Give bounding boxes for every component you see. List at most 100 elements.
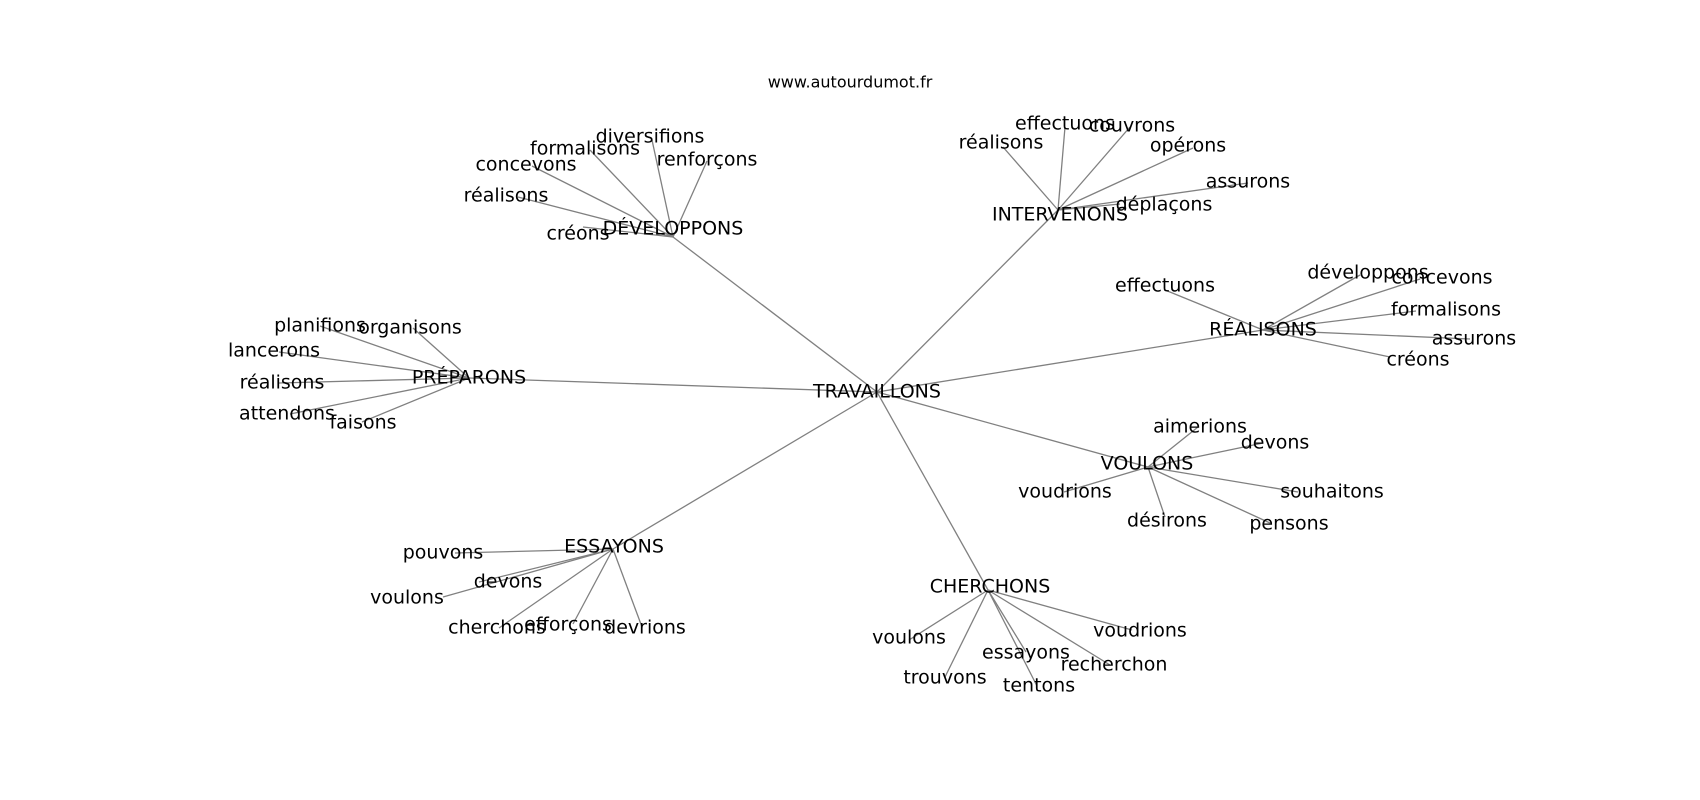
hub-node-label: VOULONS [1101,453,1194,475]
graph-labels: www.autourdumot.fr TRAVAILLONS diversifi… [228,73,1516,697]
root-to-hub-edge [876,391,989,591]
hub-to-leaf-edge [1057,126,1131,211]
hub-to-leaf-edge [1057,147,1194,211]
hub-to-leaf-edge [517,196,674,238]
hub-to-leaf-edge [1002,146,1059,211]
leaf-node-label: créons [546,223,609,245]
leaf-node-label: aimerions [1153,416,1247,438]
root-to-hub-edge [876,329,1264,393]
leaf-node-label: voudrions [1093,620,1187,642]
hub-to-leaf-edge [1057,126,1066,211]
leaf-node-label: développons [1307,262,1428,284]
leaf-node-label: réalisons [959,132,1044,154]
leaf-node-label: réalisons [464,185,549,207]
leaf-node-label: voudrions [1018,481,1112,503]
hub-to-leaf-edge [1147,442,1264,468]
hub-to-leaf-edge [1147,426,1199,468]
hub-to-leaf-edge [944,589,989,678]
leaf-node-label: trouvons [903,667,986,689]
root-node-label: TRAVAILLONS [812,381,941,403]
leaf-node-label: effectuons [1015,113,1115,135]
leaf-node-label: essayons [982,642,1070,664]
leaf-node-label: attendons [239,403,335,425]
leaf-node-label: pouvons [403,542,484,564]
leaf-node-label: tentons [1003,675,1075,697]
leaf-node-label: voulons [872,627,946,649]
hub-to-leaf-edge [1147,466,1271,524]
leaf-node-label: concevons [475,154,576,176]
hub-to-leaf-edge [1262,329,1471,340]
hub-to-leaf-edge [572,548,614,625]
hub-to-leaf-edge [1164,289,1264,331]
leaf-node-label: assurons [1432,328,1516,350]
hub-to-leaf-edge [1262,274,1361,331]
hub-to-leaf-edge [1147,466,1299,493]
leaf-node-label: formalisons [530,138,640,160]
hub-node-label: ESSAYONS [564,536,664,558]
leaf-node-label: assurons [1206,171,1290,193]
hub-to-leaf-edge [1262,278,1421,331]
hub-to-leaf-edge [1147,466,1166,518]
hub-to-leaf-edge [278,351,470,379]
hub-to-leaf-edge [987,589,1111,666]
hub-to-leaf-edge [589,149,674,238]
hub-to-leaf-edge [1262,310,1417,331]
hub-to-leaf-edge [987,589,1038,687]
leaf-node-label: devons [474,571,543,593]
hub-to-leaf-edge [987,589,1133,631]
hub-node-label: INTERVENONS [992,204,1128,226]
hub-to-leaf-edge [498,548,614,629]
leaf-node-label: organisons [358,317,462,339]
hub-to-leaf-edge [582,226,674,238]
leaf-node-label: devons [1241,432,1310,454]
hub-to-leaf-edge [289,377,470,415]
hub-node-label: DÉVELOPPONS [603,217,744,240]
hub-to-leaf-edge [612,548,643,628]
root-to-hub-edge [468,377,878,393]
leaf-node-label: renforçons [657,149,758,171]
leaf-node-label: pensons [1249,513,1328,535]
hub-to-leaf-edge [651,139,674,238]
hub-to-leaf-edge [1063,466,1149,493]
leaf-node-label: cherchons [448,617,546,639]
leaf-node-label: faisons [329,412,396,434]
leaf-node-label: planifions [274,315,366,337]
leaf-node-label: créons [1386,349,1449,371]
hub-to-leaf-edge [1057,182,1249,211]
hub-to-leaf-edge [531,165,674,238]
leaf-node-label: désirons [1127,510,1207,532]
root-to-hub-edge [876,391,1149,468]
leaf-node-label: souhaitons [1280,481,1384,503]
leaf-node-label: devrions [604,617,686,639]
leaf-node-label: efforçons [524,614,612,636]
leaf-node-label: lancerons [228,340,320,362]
hub-to-leaf-edge [1262,329,1391,358]
source-watermark: www.autourdumot.fr [768,73,933,92]
leaf-node-label: déplaçons [1116,194,1213,216]
hub-node-label: RÉALISONS [1209,318,1317,341]
hub-to-leaf-edge [278,377,470,384]
leaf-node-label: concevons [1391,267,1492,289]
leaf-node-label: diversifions [596,126,705,148]
hub-to-leaf-edge [672,160,708,238]
root-to-hub-edge [876,209,1059,393]
leaf-node-label: effectuons [1115,275,1215,297]
hub-to-leaf-edge [908,589,989,641]
leaf-node-label: couvrons [1089,115,1175,137]
hub-to-leaf-edge [361,377,470,423]
root-to-hub-edge [672,236,878,393]
leaf-node-label: opérons [1150,135,1226,157]
hub-node-label: PRÉPARONS [412,366,526,389]
leaf-node-label: réalisons [240,372,325,394]
hub-to-leaf-edge [478,548,614,583]
leaf-node-label: formalisons [1391,299,1501,321]
hub-to-leaf-edge [412,327,470,379]
leaf-node-label: voulons [370,587,444,609]
hub-to-leaf-edge [987,589,1027,653]
graph-edges [278,126,1471,687]
hub-node-label: CHERCHONS [930,576,1051,598]
root-to-hub-edge [612,391,878,550]
hub-to-leaf-edge [454,548,614,554]
hub-to-leaf-edge [442,548,614,598]
